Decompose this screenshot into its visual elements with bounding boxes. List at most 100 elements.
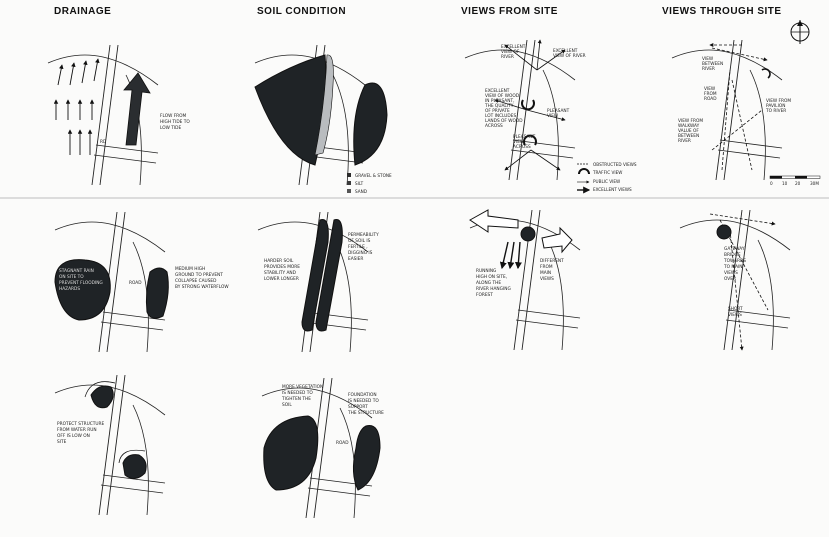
views-through-diagram-2: GATEWAY BRIDGE TOWARDS TO MAIN VIEWS OVE… [680, 210, 790, 350]
d3-1: PROTECT STRUCTURE [57, 421, 105, 427]
vt2-mid-1: GATEWAY [724, 246, 745, 252]
vt2-low-2: VIEWS [728, 312, 742, 318]
scale-tick-2: 20 [795, 181, 801, 186]
s3-road: ROAD [336, 440, 349, 446]
s3-left-3: TIGHTEN THE [281, 396, 311, 402]
vf2-left-1: RUNNING [476, 268, 496, 274]
d2-road: ROAD [129, 280, 142, 286]
vf1-note-ll-3: ACROSS [513, 144, 531, 150]
vf2-right-1: DIFFERENT [540, 258, 564, 264]
soil-mass-right [354, 83, 387, 165]
soil-diagram-1: GRAVEL & STONE SILT SAND [255, 45, 392, 194]
large-flow-arrow [124, 73, 150, 145]
soil-legend-3: SAND [355, 189, 367, 194]
d3-2: FROM WATER RUN [57, 427, 97, 433]
vf2-left-2: HIGH ON SITE, [476, 274, 507, 280]
viewpoint-marker [521, 227, 535, 241]
scale-tick-1: 10 [782, 181, 788, 186]
soil-legend: GRAVEL & STONE SILT SAND [347, 173, 392, 194]
s3-right-1: FOUNDATION [348, 392, 377, 398]
drain1-note-1: FLOW FROM [160, 113, 187, 119]
big-arrow-left [470, 210, 518, 232]
d2-right-4: BY STRONG WATERFLOW [175, 284, 229, 290]
s3-right-3: SUPPORT [348, 404, 368, 410]
drain1-note-2: HIGH TIDE TO [160, 119, 190, 125]
soil-mass-left [255, 55, 326, 165]
vf2-right-4: VIEWS [540, 276, 554, 282]
drain1-site-tag: RD [100, 139, 107, 145]
d2-left-4: HAZARDS [59, 286, 80, 292]
north-arrow-icon [791, 20, 809, 44]
vt2-low-1: SHORT [728, 306, 743, 312]
d2-left-1: STAGNANT RAIN [59, 268, 94, 274]
scale-tick-3: 30M [810, 181, 819, 186]
s2-right-3: FERTILE , [348, 244, 368, 250]
views-legend-4: EXCELLENT VIEWS [593, 187, 632, 192]
d2-right-1: MEDIUM HIGH [175, 266, 205, 272]
d3-3: OFF IS LOW ON [57, 433, 90, 439]
s3-left-1: MORE VEGETATION [282, 384, 323, 390]
s2-left-2: PROVIDES MORE [264, 264, 300, 270]
vf2-left-4: RIVER HANGING [476, 286, 511, 292]
vt2-mid-2: BRIDGE [724, 252, 741, 258]
s2-right-1: PERMEABILITY [348, 232, 379, 238]
s2-right-2: OF SOIL IS [348, 238, 371, 244]
s3-left-2: IS NEEDED TO [282, 390, 313, 396]
vt1-note-r-3: TO RIVER [765, 108, 786, 114]
vt2-mid-4: TO MAIN [723, 264, 743, 270]
vt2-mid-5: VIEWS [724, 270, 738, 276]
d2-right-2: GROUND TO PREVENT [175, 272, 223, 278]
s2-right-4: DIGGING IS [348, 250, 373, 256]
s2-left-1: HARDER SOIL [264, 258, 294, 264]
soil-mass-bottom-left [264, 416, 318, 490]
soil-legend-2: SILT [355, 181, 364, 186]
s2-left-4: LOWER LONGER [264, 276, 299, 282]
views-legend: OBSTRUCTED VIEWS TRAFFIC VIEW PUBLIC VIE… [577, 162, 637, 192]
vf1-note-tr-2: VIEW OF RIVER [553, 53, 586, 59]
vt2-mid-3: TOWARDS [723, 258, 746, 264]
views-from-diagram-2: RUNNING HIGH ON SITE, ALONG THE RIVER HA… [470, 210, 580, 350]
flow-arrows [56, 59, 98, 155]
d2-left-3: PREVENT FLOODING [59, 280, 103, 286]
views-through-diagram-1: VIEW BETWEEN RIVER VIEW FROM PAVILION TO… [672, 40, 820, 186]
soil-legend-1: GRAVEL & STONE [355, 173, 392, 178]
drainage-diagram-3: PROTECT STRUCTURE FROM WATER RUN OFF IS … [55, 375, 165, 515]
drainage-diagram-2: STAGNANT RAIN ON SITE TO PREVENT FLOODIN… [55, 212, 229, 352]
scale-tick-0: 0 [770, 181, 773, 186]
vf1-note-ml-8: ACROSS [485, 123, 503, 129]
drainage-blob-top [91, 386, 113, 408]
d3-4: SITE [57, 439, 67, 445]
big-arrow-right [542, 228, 572, 252]
scale-bar: 0 10 20 30M [770, 176, 820, 186]
s3-right-2: IS NEEDED TO [348, 398, 379, 404]
drainage-mass-right [146, 268, 168, 318]
vf2-left-3: ALONG THE [476, 280, 501, 286]
vt1-note-top-3: RIVER [702, 66, 715, 72]
vt2-mid-6: OVER [724, 276, 736, 282]
soil-diagram-3: MORE VEGETATION IS NEEDED TO TIGHTEN THE… [262, 378, 384, 518]
vf2-left-5: FOREST [476, 292, 493, 298]
vf1-note-mr-2: VIEW [547, 113, 559, 119]
s3-right-4: THE STRUCTURE [347, 410, 384, 416]
vt1-note-l-5: RIVER [678, 138, 691, 144]
d2-left-2: ON SITE TO [59, 274, 84, 280]
s2-right-5: EASIER [348, 256, 363, 262]
views-legend-1: OBSTRUCTED VIEWS [593, 162, 637, 167]
vf2-right-2: FROM [540, 264, 553, 270]
views-legend-2: TRAFFIC VIEW [592, 170, 622, 175]
viewpoint-marker-2 [717, 225, 731, 239]
views-legend-3: PUBLIC VIEW [593, 179, 620, 184]
vt1-note-m-3: ROAD [704, 96, 717, 102]
soil-diagram-2: HARDER SOIL PROVIDES MORE STABILITY AND … [258, 212, 379, 352]
soil-mass-bottom-right [353, 425, 380, 490]
vf2-right-3: MAIN [540, 270, 551, 276]
drainage-diagram-1: FLOW FROM HIGH TIDE TO LOW TIDE RD [48, 45, 190, 185]
s2-left-3: STABILITY AND [264, 270, 297, 276]
d2-right-3: COLLAPSE CAUSED [175, 278, 217, 284]
drain1-note-3: LOW TIDE [160, 125, 181, 131]
s3-left-4: SOIL [282, 402, 292, 408]
drainage-blob-bottom [123, 455, 146, 479]
views-from-diagram-1: EXCELLENT VIEW OF RIVER EXCELLENT VIEW O… [465, 40, 637, 192]
